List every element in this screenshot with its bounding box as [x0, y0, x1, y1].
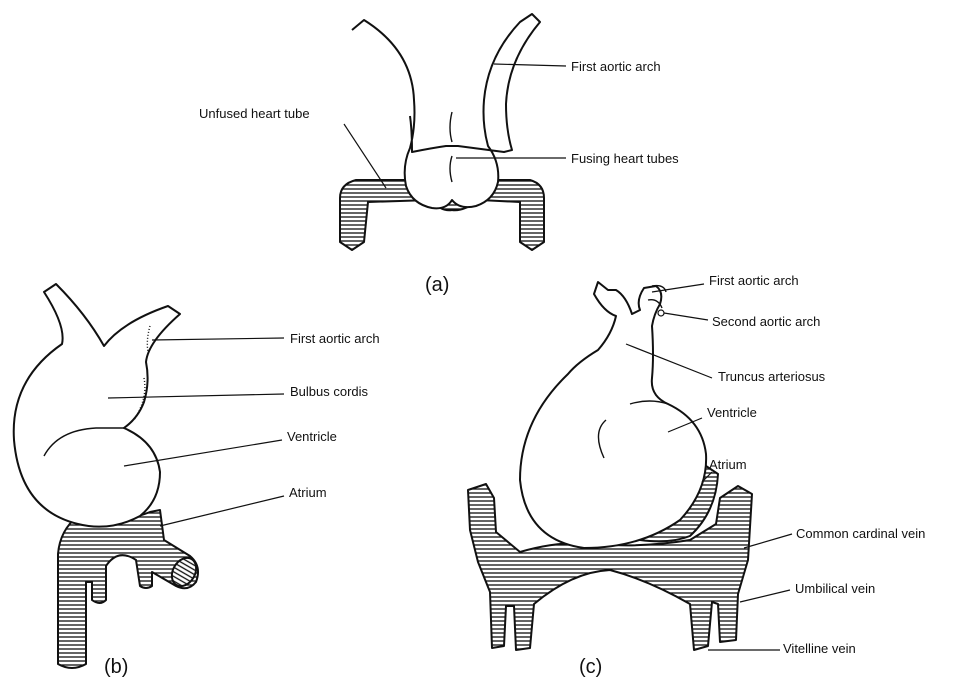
panel-b-atrium	[58, 510, 198, 668]
panel-a: First aortic arch Unfused heart tube Fus…	[199, 14, 679, 296]
panel-b-atrium-label: Atrium	[289, 485, 327, 500]
panel-c-umbilical-vein-leader	[740, 590, 790, 602]
panel-c-second-aortic-arch-label: Second aortic arch	[712, 314, 820, 329]
panel-b-first-aortic-arch-label: First aortic arch	[290, 331, 380, 346]
panel-c-heart-body	[520, 282, 706, 548]
panel-b-ventricle-label: Ventricle	[287, 429, 337, 444]
panel-c-common-cardinal-vein-label: Common cardinal vein	[796, 526, 925, 541]
panel-c-first-aortic-arch-label: First aortic arch	[709, 273, 799, 288]
panel-a-unfused-heart-tube-leader	[344, 124, 386, 188]
panel-c-first-aortic-arch-leader	[652, 284, 704, 292]
panel-c-atrium-label: Atrium	[709, 457, 747, 472]
panel-b-caption: (b)	[104, 656, 128, 678]
panel-c-second-aortic-arch-leader	[664, 313, 708, 320]
panel-a-first-aortic-arch-label: First aortic arch	[571, 59, 661, 74]
panel-a-fusing-heart-tubes-label: Fusing heart tubes	[571, 151, 679, 166]
panel-b-heart-body	[14, 284, 180, 527]
panel-b-first-aortic-arch-leader	[152, 338, 284, 340]
panel-b-bulbus-cordis-label: Bulbus cordis	[290, 384, 369, 399]
panel-b-atrium-leader	[160, 496, 284, 526]
panel-c-second-arch-opening	[658, 310, 664, 316]
panel-c: First aortic arch Second aortic arch Tru…	[468, 273, 925, 678]
panel-c-truncus-arteriosus-label: Truncus arteriosus	[718, 369, 826, 384]
panel-a-unfused-heart-tube-label: Unfused heart tube	[199, 106, 310, 121]
panel-c-vitelline-vein-label: Vitelline vein	[783, 641, 856, 656]
panel-c-common-cardinal-vein-leader	[744, 534, 792, 548]
panel-c-ventricle-label: Ventricle	[707, 405, 757, 420]
panel-c-caption: (c)	[579, 656, 602, 678]
panel-c-umbilical-vein-label: Umbilical vein	[795, 581, 875, 596]
panel-a-caption: (a)	[425, 274, 449, 296]
panel-b: First aortic arch Bulbus cordis Ventricl…	[14, 284, 380, 678]
